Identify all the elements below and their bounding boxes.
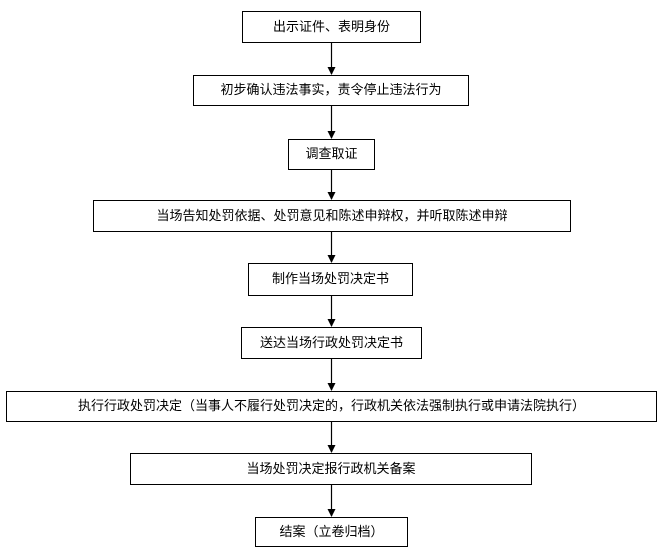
step-make-decision-document: 制作当场处罚决定书 [248, 263, 413, 296]
step-show-credentials: 出示证件、表明身份 [242, 11, 421, 43]
step-notify-penalty-basis: 当场告知处罚依据、处罚意见和陈述申辩权，并听取陈述申辩 [93, 200, 571, 232]
step-deliver-decision: 送达当场行政处罚决定书 [241, 327, 422, 359]
step-close-case: 结案（立卷归档） [255, 517, 408, 547]
step-confirm-violation: 初步确认违法事实，责令停止违法行为 [193, 75, 469, 106]
step-execute-decision: 执行行政处罚决定（当事人不履行处罚决定的，行政机关依法强制执行或申请法院执行） [6, 391, 657, 422]
step-investigate: 调查取证 [288, 139, 375, 170]
step-report-filing: 当场处罚决定报行政机关备案 [130, 453, 532, 485]
